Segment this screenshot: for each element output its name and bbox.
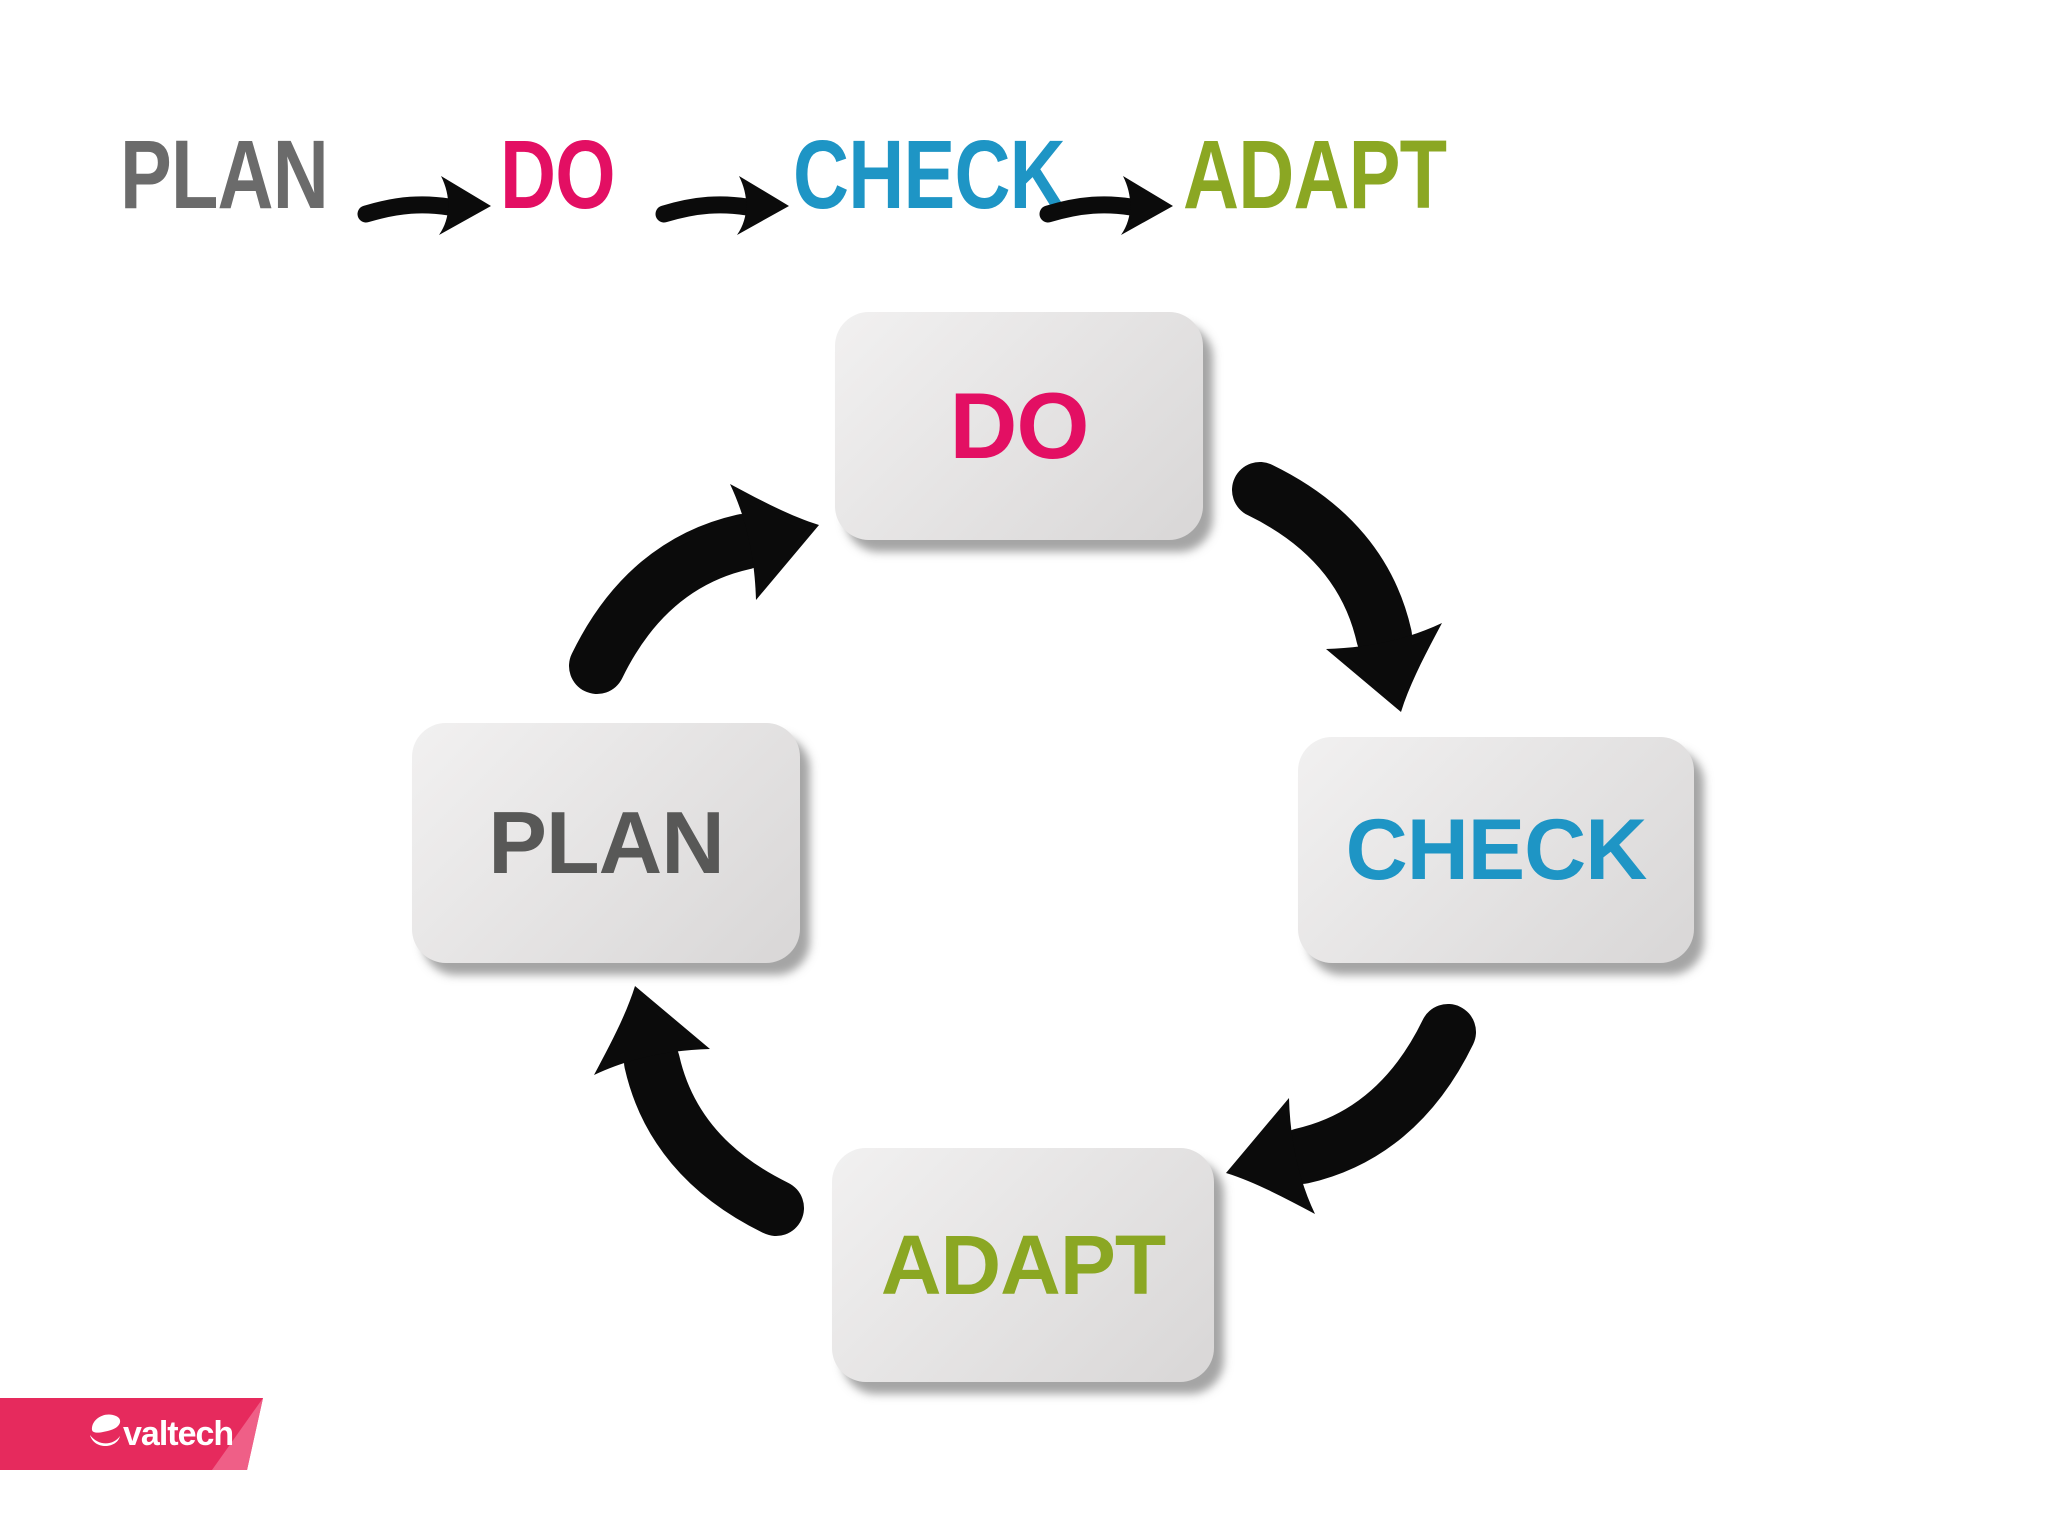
cycle-box-adapt: ADAPT xyxy=(832,1148,1214,1382)
flow-arrow-icon xyxy=(357,176,491,235)
cycle-box-adapt-label: ADAPT xyxy=(880,1218,1166,1312)
title-word-check: CHECK xyxy=(793,120,1066,229)
title-word-do: DO xyxy=(500,120,616,229)
cycle-arrow-do-to-check-icon xyxy=(1232,462,1442,712)
flow-arrow-icon xyxy=(1039,176,1173,235)
cycle-arrow-adapt-to-plan-icon xyxy=(594,986,804,1236)
cycle-box-do: DO xyxy=(835,312,1203,540)
title-word-adapt: ADAPT xyxy=(1183,120,1447,229)
cycle-box-plan: PLAN xyxy=(412,723,800,963)
logo-banner-shape xyxy=(0,1398,263,1470)
valtech-logo: valtech xyxy=(0,1398,263,1470)
logo-banner-fold xyxy=(212,1398,263,1470)
cycle-box-check-label: CHECK xyxy=(1345,802,1648,898)
valtech-mark-icon xyxy=(90,1414,121,1446)
cycle-arrow-plan-to-do-icon xyxy=(569,484,819,694)
cycle-box-plan-label: PLAN xyxy=(488,793,725,892)
cycle-box-check: CHECK xyxy=(1298,737,1694,963)
flow-arrow-icon xyxy=(655,176,789,235)
cycle-arrow-check-to-adapt-icon xyxy=(1226,1004,1476,1214)
title-word-plan: PLAN xyxy=(120,120,329,229)
cycle-box-do-label: DO xyxy=(949,373,1090,478)
valtech-logo-text: valtech xyxy=(123,1415,233,1453)
